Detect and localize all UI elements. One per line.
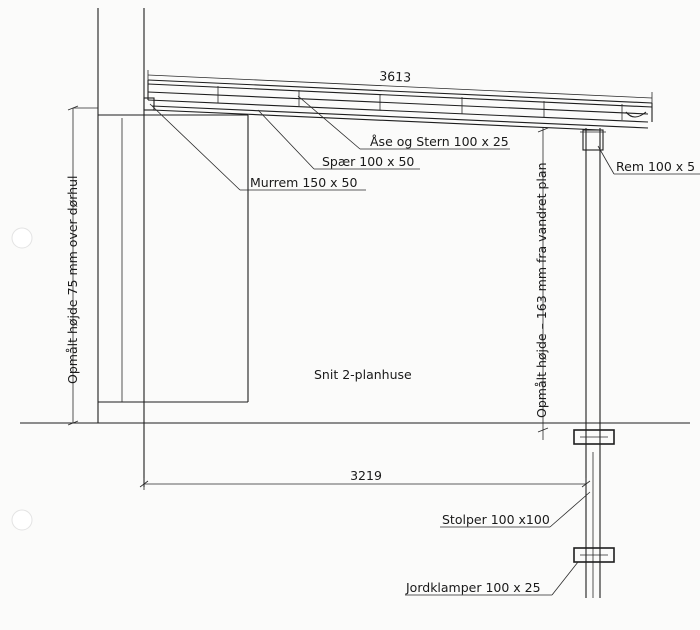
roof [143,79,653,131]
binder-hole-lower [11,509,33,531]
beam-label: Rem 100 x 5 [616,159,695,174]
stern-label: Åse og Stern 100 x 25 [370,134,509,149]
leader-lines [149,95,700,596]
house-wall [97,8,145,487]
left-height-dimension [67,105,98,426]
gutter [625,111,647,118]
span-dimension-label: 3219 [350,468,382,483]
post [585,128,601,598]
binder-hole-upper [11,227,33,249]
wall-plate-label: Murrem 150 x 50 [250,175,357,190]
right-height-dimension [537,127,549,440]
roof-dimension-label: 3613 [379,68,411,84]
footing-lower [573,547,615,563]
rafter-label: Spær 100 x 50 [322,154,414,169]
right-height-label: Opmålt højde – 163 mm fra vandret plan [534,163,549,419]
beam [580,129,606,151]
left-height-label: Opmålt højde 75 mm over dørhul [65,176,80,384]
roof-dimension [147,70,653,103]
footing-label: Jordklamper 100 x 25 [405,580,541,595]
door-opening [98,114,249,403]
section-title: Snit 2-planhuse [314,367,412,382]
footing-upper [573,429,615,445]
post-label: Stolper 100 x100 [442,512,550,527]
span-dimension [139,478,591,490]
